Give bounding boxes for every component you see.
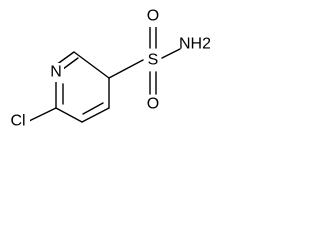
atom-nh2-background [181,34,209,54]
atom-cl: Cl [10,113,25,130]
bond-c3-s [108,59,144,79]
bond-c6-c5 [55,107,83,123]
bond-c2-n1-inner [62,57,79,70]
atom-n-background [48,63,64,82]
atom-s-background [144,50,160,70]
atom-s: S [148,52,159,69]
atom-o-top: O [147,8,159,25]
chemical-structure: N Cl S O O NH2 [6,7,210,131]
bond-c5-c4-inner [82,102,104,115]
bond-c6-cl [26,107,57,123]
bond-c2-n1 [55,51,75,66]
atom-cl-background [6,112,30,131]
bond-c5-c4 [81,107,110,123]
bond-s-nh2 [161,48,181,59]
atom-n: N [50,64,62,81]
bond-c3-c2 [73,51,110,79]
atom-nh2: NH2 [179,36,210,53]
atom-o-top-background [144,7,162,27]
atom-o-bottom-background [144,95,162,115]
atom-o-bottom: O [147,96,159,113]
